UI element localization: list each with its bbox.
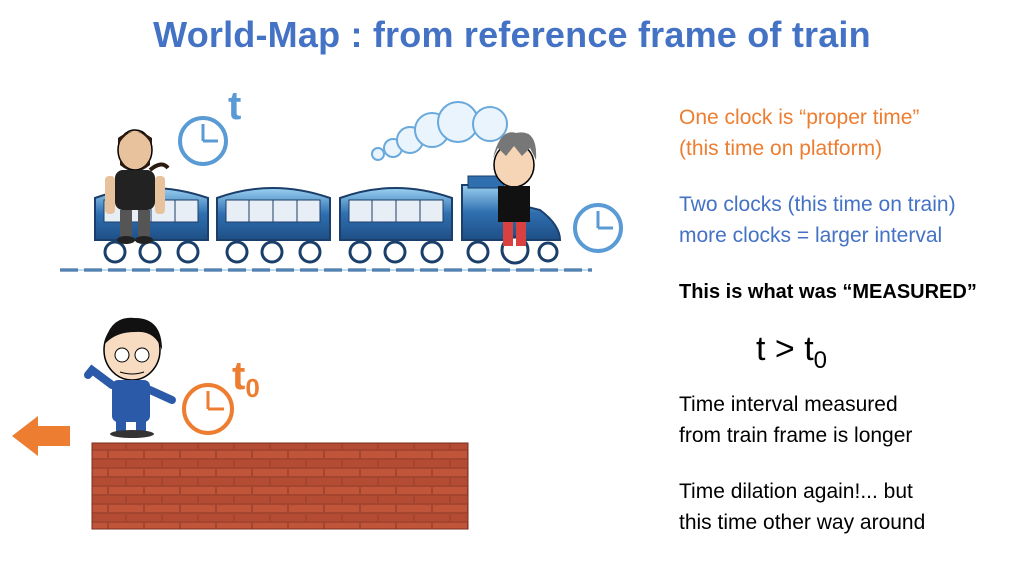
measured-text: This is what was “MEASURED” <box>679 281 977 303</box>
dilation-text: Time dilation again!... but this time ot… <box>679 476 925 538</box>
equation-lhs: t > t <box>756 330 814 368</box>
interval-line2: from train frame is longer <box>679 424 913 447</box>
platform-time-base: t <box>232 354 246 398</box>
train-car <box>216 187 331 264</box>
two-clocks-text: Two clocks (this time on train) more clo… <box>679 189 956 251</box>
brick-wall-icon <box>91 442 469 530</box>
platform-time-label: t0 <box>232 354 260 404</box>
inequality-equation: t > t0 <box>756 330 827 375</box>
interval-text: Time interval measured from train frame … <box>679 389 912 451</box>
train-time-label: t <box>228 84 242 128</box>
person-on-platform <box>84 317 176 438</box>
platform-time-subscript: 0 <box>245 373 260 403</box>
clock-icon <box>182 383 234 435</box>
person-on-engine <box>493 132 537 246</box>
page-title: World-Map : from reference frame of trai… <box>153 14 871 55</box>
clock-icon <box>178 116 228 166</box>
proper-time-line2: (this time on platform) <box>679 137 883 160</box>
dilation-line1: Time dilation again!... but <box>679 480 913 503</box>
equation-subscript: 0 <box>813 347 827 374</box>
two-clocks-line2: more clocks = larger interval <box>679 224 943 247</box>
steam-cloud <box>371 101 508 161</box>
dilation-line2: this time other way around <box>679 511 926 534</box>
left-arrow-icon <box>12 416 70 456</box>
proper-time-line1: One clock is “proper time” <box>679 106 920 129</box>
person-bearded-on-train <box>105 129 170 244</box>
interval-line1: Time interval measured <box>679 393 898 416</box>
clock-icon <box>573 203 623 253</box>
train-car <box>339 187 453 264</box>
proper-time-text: One clock is “proper time” (this time on… <box>679 102 919 164</box>
two-clocks-line1: Two clocks (this time on train) <box>679 193 956 216</box>
